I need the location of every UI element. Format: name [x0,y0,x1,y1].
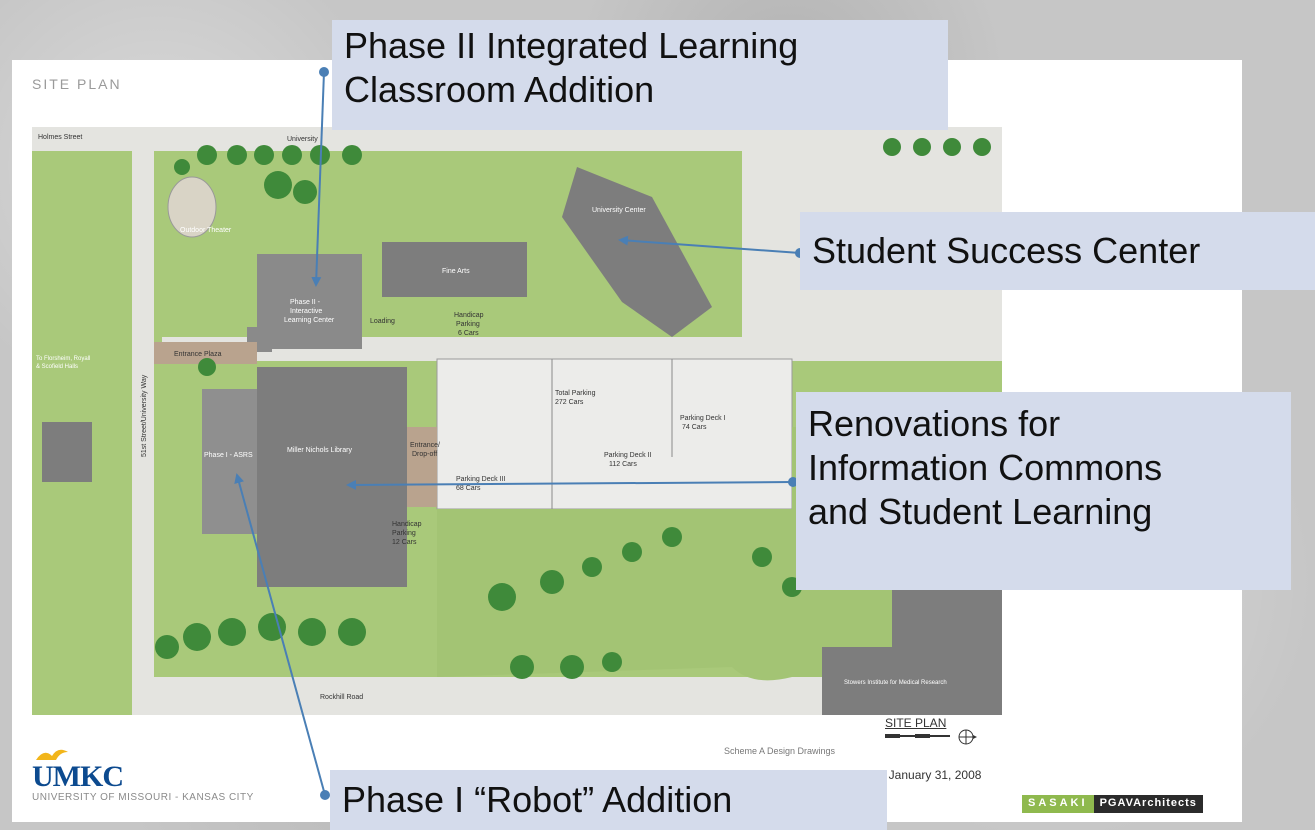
callout-student-success-text: Student Success Center [812,230,1201,271]
phase-ii-label-1: Phase II - [290,299,321,306]
drawing-date: ed January 31, 2008 [872,768,982,782]
handicap-parking-top-label-3: 6 Cars [458,330,479,337]
scale-title: SITE PLAN [885,716,947,730]
callout-renovations: Renovations for Information Commons and … [796,392,1291,590]
sheet-title: SITE PLAN [32,76,122,92]
phase-ii-label-3: Learning Center [284,317,335,324]
total-parking-label-1: Total Parking [555,390,596,397]
fine-arts-label: Fine Arts [442,268,470,275]
holmes-street-label: Holmes Street [38,134,82,141]
to-florsheim-label-1: To Florsheim, Royall [36,356,90,362]
phase-i-asrs-building [202,389,257,534]
phase-ii-label-2: Interactive [290,308,322,315]
university-label: University [287,136,318,143]
phase-i-asrs-label: Phase I - ASRS [204,452,253,459]
residence-hall-building [42,422,92,482]
callout-phase-ii-line-1: Phase II Integrated Learning [344,25,799,66]
outdoor-theater-label: Outdoor Theater [180,227,232,234]
callout-phase-ii-line-2: Classroom Addition [344,69,655,110]
handicap-parking-bottom-label-1: Handicap [392,521,422,528]
university-center-label: University Center [592,207,646,214]
callout-renovations-line-3: and Student Learning [808,491,1153,532]
rockhill-road-label: Rockhill Road [320,694,363,701]
arrow-icon [234,473,326,796]
phase-ii-building [257,254,362,349]
parking-deck-i-label-1: Parking Deck I [680,415,726,422]
outdoor-theater [167,176,217,238]
51st-street-road [132,127,154,715]
miller-nichols-library-building [257,367,407,587]
parking-deck-i-label-2: 74 Cars [682,424,707,431]
arrow-icon [346,479,794,490]
parking-deck-ii-label-1: Parking Deck II [604,452,652,459]
51st-street-label: 51st Street/University Way [141,374,148,457]
umkc-logo: UMKC [32,760,124,793]
handicap-parking-top-label-1: Handicap [454,312,484,319]
umkc-subtitle: UNIVERSITY OF MISSOURI - KANSAS CITY [32,792,254,803]
callout-phase-ii: Phase II Integrated Learning Classroom A… [332,20,948,130]
drawing-subtitle: Scheme A Design Drawings [724,746,836,756]
callout-robot-text: Phase I “Robot” Addition [342,779,733,820]
callout-renovations-line-2: Information Commons [808,447,1163,488]
entrance-plaza [154,342,257,364]
university-center-building [562,167,712,337]
total-parking-label-2: 272 Cars [555,399,584,406]
to-florsheim-label-2: & Scofield Halls [36,364,78,370]
pgav-logo: PGAVArchitects [1093,795,1203,813]
parking-deck-iii-label-2: 68 Cars [456,485,481,492]
parking-deck-ii-label-2: 112 Cars [609,461,637,468]
umkc-flame-icon [36,749,68,760]
arrow-icon [618,235,801,254]
callout-renovations-line-1: Renovations for [808,403,1061,444]
stowers-institute-label: Stowers Institute for Medical Research [844,680,947,686]
handicap-parking-top-label-2: Parking [456,321,480,328]
arrow-icon [311,71,325,287]
callout-robot: Phase I “Robot” Addition [330,770,887,830]
miller-nichols-library-label: Miller Nichols Library [287,447,352,454]
sasaki-logo: SASAKI [1022,795,1094,813]
entrance-dropoff [407,427,437,507]
fine-arts-building [382,242,527,297]
north-arrow-icon [958,729,977,745]
entrance-plaza-label: Entrance Plaza [174,351,222,358]
stowers-institute-building [822,647,1002,715]
architect-logos: SASAKI PGAVArchitects [1022,795,1203,813]
entrance-dropoff-label-2: Drop-off [412,451,437,458]
loading-label: Loading [370,318,395,325]
entrance-dropoff-label-1: Entrance/ [410,442,440,449]
handicap-parking-bottom-label-3: 12 Cars [392,539,417,546]
scale-bar [885,734,950,738]
parking-deck-iii-label-1: Parking Deck III [456,476,505,483]
handicap-parking-bottom-label-2: Parking [392,530,416,537]
callout-student-success: Student Success Center [800,212,1315,290]
